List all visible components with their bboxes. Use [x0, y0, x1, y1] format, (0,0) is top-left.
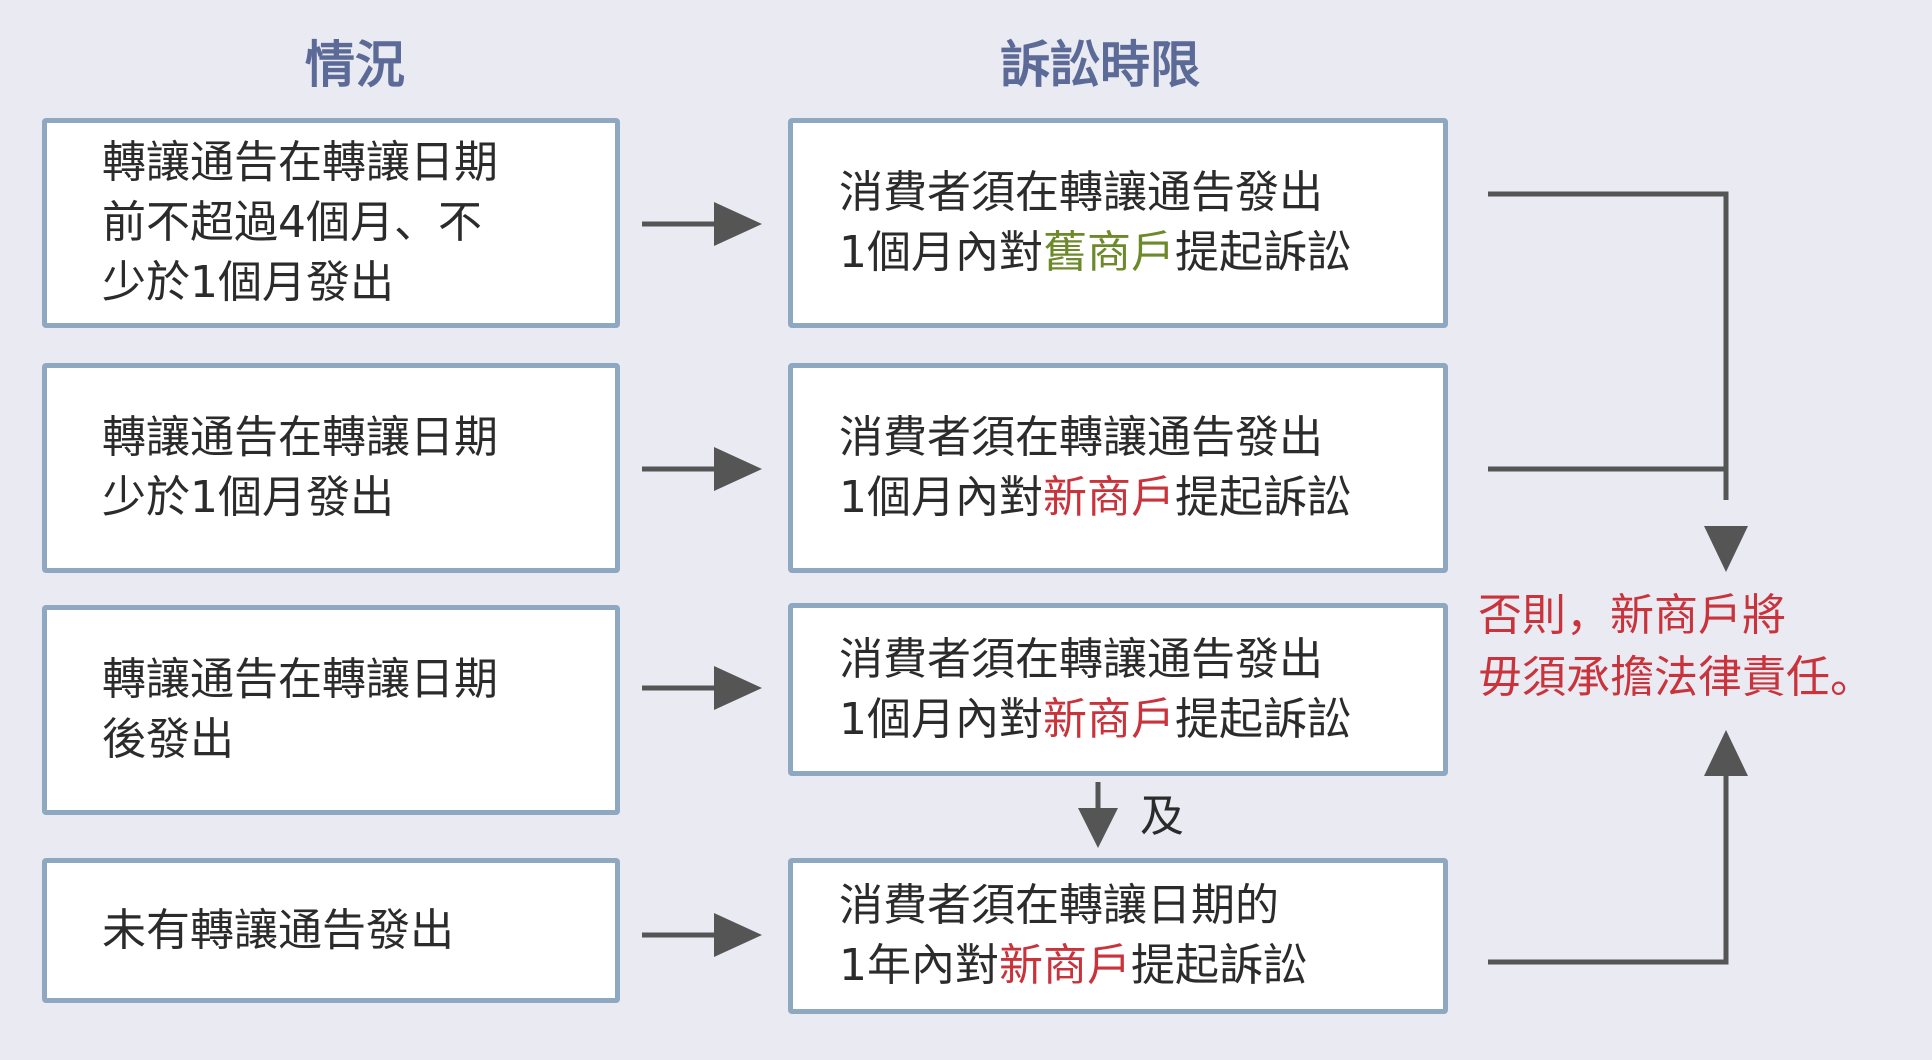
limit-box-4: 消費者須在轉讓日期的 1年內對新商戶提起訴訟 [788, 858, 1448, 1014]
situation-text: 未有轉讓通告發出 [102, 904, 454, 956]
result-text: 否則，新商戶將 毋須承擔法律責任。 [1478, 585, 1874, 709]
limit-text: 1個月內對舊商戶提起訴訟 [839, 227, 1351, 278]
new-merchant-highlight: 新商戶 [1043, 693, 1175, 745]
situation-text: 前不超過4個月、不 [102, 197, 482, 248]
and-label: 及 [1140, 791, 1184, 842]
limit-text: 1年內對新商戶提起訴訟 [839, 940, 1307, 991]
situation-box-2: 轉讓通告在轉讓日期 少於1個月發出 [42, 363, 620, 573]
limit-text: 消費者須在轉讓通告發出 [839, 412, 1323, 463]
arrowhead-up-icon [1704, 730, 1748, 776]
limit-box-1: 消費者須在轉讓通告發出 1個月內對舊商戶提起訴訟 [788, 118, 1448, 328]
row-arrow-3 [642, 666, 762, 710]
arrowhead-right-icon [714, 666, 762, 710]
arrowhead-right-icon [714, 447, 762, 491]
result-line-2: 毋須承擔法律責任。 [1478, 652, 1874, 703]
and-down-arrow [1078, 782, 1118, 848]
bracket-top [1488, 191, 1748, 572]
row-arrow-2 [642, 447, 762, 491]
situation-text: 少於1個月發出 [102, 257, 394, 308]
arrowhead-right-icon [714, 913, 762, 957]
situation-box-3: 轉讓通告在轉讓日期 後發出 [42, 605, 620, 815]
situation-text: 少於1個月發出 [102, 472, 394, 523]
situation-box-1: 轉讓通告在轉讓日期 前不超過4個月、不 少於1個月發出 [42, 118, 620, 328]
limit-box-3: 消費者須在轉讓通告發出 1個月內對新商戶提起訴訟 [788, 603, 1448, 776]
situation-text: 轉讓通告在轉讓日期 [102, 137, 498, 188]
situation-text: 後發出 [102, 714, 234, 765]
row-arrow-4 [642, 913, 762, 957]
header-situation: 情況 [305, 36, 405, 94]
arrowhead-down-icon [1078, 808, 1118, 848]
header-time-limit: 訴訟時限 [1000, 36, 1200, 94]
arrowhead-right-icon [714, 202, 762, 246]
situation-box-4: 未有轉讓通告發出 [42, 858, 620, 1003]
result-line-1: 否則，新商戶將 [1478, 590, 1786, 641]
limit-text: 1個月內對新商戶提起訴訟 [839, 472, 1351, 523]
limit-box-2: 消費者須在轉讓通告發出 1個月內對新商戶提起訴訟 [788, 363, 1448, 573]
new-merchant-highlight: 新商戶 [999, 940, 1131, 991]
limit-text: 消費者須在轉讓通告發出 [839, 633, 1323, 685]
limit-text: 消費者須在轉讓通告發出 [839, 167, 1323, 218]
arrowhead-down-icon [1704, 526, 1748, 572]
old-merchant-highlight: 舊商戶 [1043, 227, 1175, 278]
limit-text: 消費者須在轉讓日期的 [839, 880, 1279, 931]
limit-text: 1個月內對新商戶提起訴訟 [839, 693, 1351, 745]
row-arrow-1 [642, 202, 762, 246]
situation-text: 轉讓通告在轉讓日期 [102, 654, 498, 705]
situation-text: 轉讓通告在轉讓日期 [102, 412, 498, 463]
new-merchant-highlight: 新商戶 [1043, 472, 1175, 523]
bracket-bottom [1488, 730, 1748, 965]
